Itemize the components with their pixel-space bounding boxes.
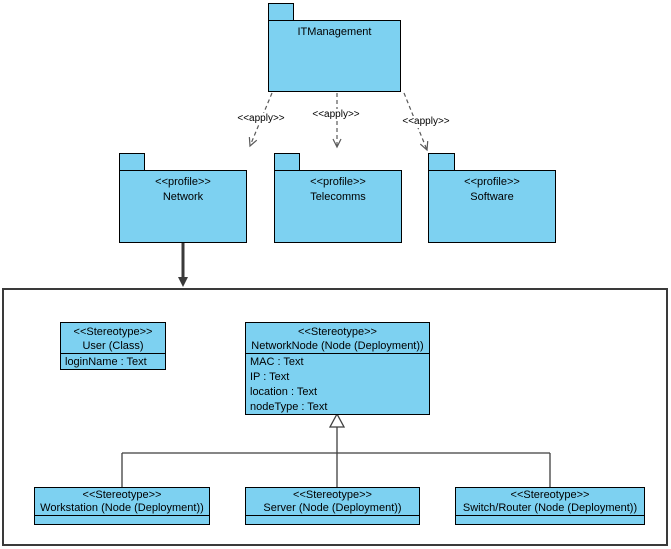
- package-network-tab: [119, 153, 145, 171]
- attribute: IP : Text: [250, 371, 290, 383]
- attribute: MAC : Text: [250, 356, 304, 368]
- generalization-arrowhead: [328, 412, 346, 428]
- package-stereotype: <<profile>>: [464, 176, 520, 188]
- class-server-attributes: [246, 516, 419, 524]
- class-user-header: <<Stereotype>> User (Class): [61, 323, 165, 354]
- attribute: nodeType : Text: [250, 401, 328, 413]
- package-stereotype: <<profile>>: [310, 176, 366, 188]
- apply-label-network: <<apply>>: [224, 113, 298, 125]
- package-itmanagement-tab: [268, 3, 294, 21]
- stereotype-label: <<Stereotype>>: [73, 326, 153, 338]
- class-name: Switch/Router (Node (Deployment)): [462, 502, 638, 514]
- class-user-attributes: loginName : Text: [61, 354, 165, 371]
- stereotype-label: <<Stereotype>>: [510, 489, 590, 501]
- package-software-tab: [428, 153, 455, 171]
- stereotype-label: <<Stereotype>>: [293, 489, 372, 501]
- class-switchrouter-header: <<Stereotype>> Switch/Router (Node (Depl…: [456, 488, 644, 516]
- package-name: Network: [162, 191, 204, 203]
- class-name: Workstation (Node (Deployment)): [40, 502, 204, 514]
- class-networknode-header: <<Stereotype>> NetworkNode (Node (Deploy…: [246, 323, 429, 354]
- class-switchrouter[interactable]: <<Stereotype>> Switch/Router (Node (Depl…: [455, 487, 645, 525]
- generalization-tree[interactable]: [121, 412, 551, 487]
- package-itmanagement[interactable]: ITManagement: [268, 20, 401, 92]
- attribute: location : Text: [250, 386, 318, 398]
- package-name: Telecomms: [310, 191, 366, 203]
- class-name: Server (Node (Deployment)): [263, 502, 402, 514]
- profile-contents-frame[interactable]: [2, 288, 668, 546]
- apply-label-telecomms: <<apply>>: [299, 109, 373, 121]
- stereotype-label: <<Stereotype>>: [82, 489, 162, 501]
- stereotype-label: <<Stereotype>>: [298, 326, 377, 338]
- class-user[interactable]: <<Stereotype>> User (Class) loginName : …: [60, 322, 166, 370]
- class-networknode[interactable]: <<Stereotype>> NetworkNode (Node (Deploy…: [245, 322, 430, 415]
- package-software[interactable]: <<profile>> Software: [428, 170, 556, 243]
- class-name: User (Class): [82, 340, 144, 352]
- class-switchrouter-attributes: [456, 516, 644, 524]
- package-telecomms[interactable]: <<profile>> Telecomms: [274, 170, 402, 243]
- class-server[interactable]: <<Stereotype>> Server (Node (Deployment)…: [245, 487, 420, 525]
- class-networknode-attributes: MAC : Text IP : Text location : Text nod…: [246, 354, 429, 416]
- package-network[interactable]: <<profile>> Network: [119, 170, 247, 243]
- class-server-header: <<Stereotype>> Server (Node (Deployment)…: [246, 488, 419, 516]
- class-workstation-attributes: [35, 516, 209, 524]
- package-name: ITManagement: [297, 26, 372, 38]
- class-name: NetworkNode (Node (Deployment)): [251, 340, 424, 352]
- package-name: Software: [470, 191, 514, 203]
- class-workstation[interactable]: <<Stereotype>> Workstation (Node (Deploy…: [34, 487, 210, 525]
- package-telecomms-tab: [274, 153, 300, 171]
- attribute: loginName : Text: [65, 356, 147, 368]
- package-stereotype: <<profile>>: [155, 176, 211, 188]
- class-workstation-header: <<Stereotype>> Workstation (Node (Deploy…: [35, 488, 209, 516]
- apply-label-software: <<apply>>: [389, 116, 463, 128]
